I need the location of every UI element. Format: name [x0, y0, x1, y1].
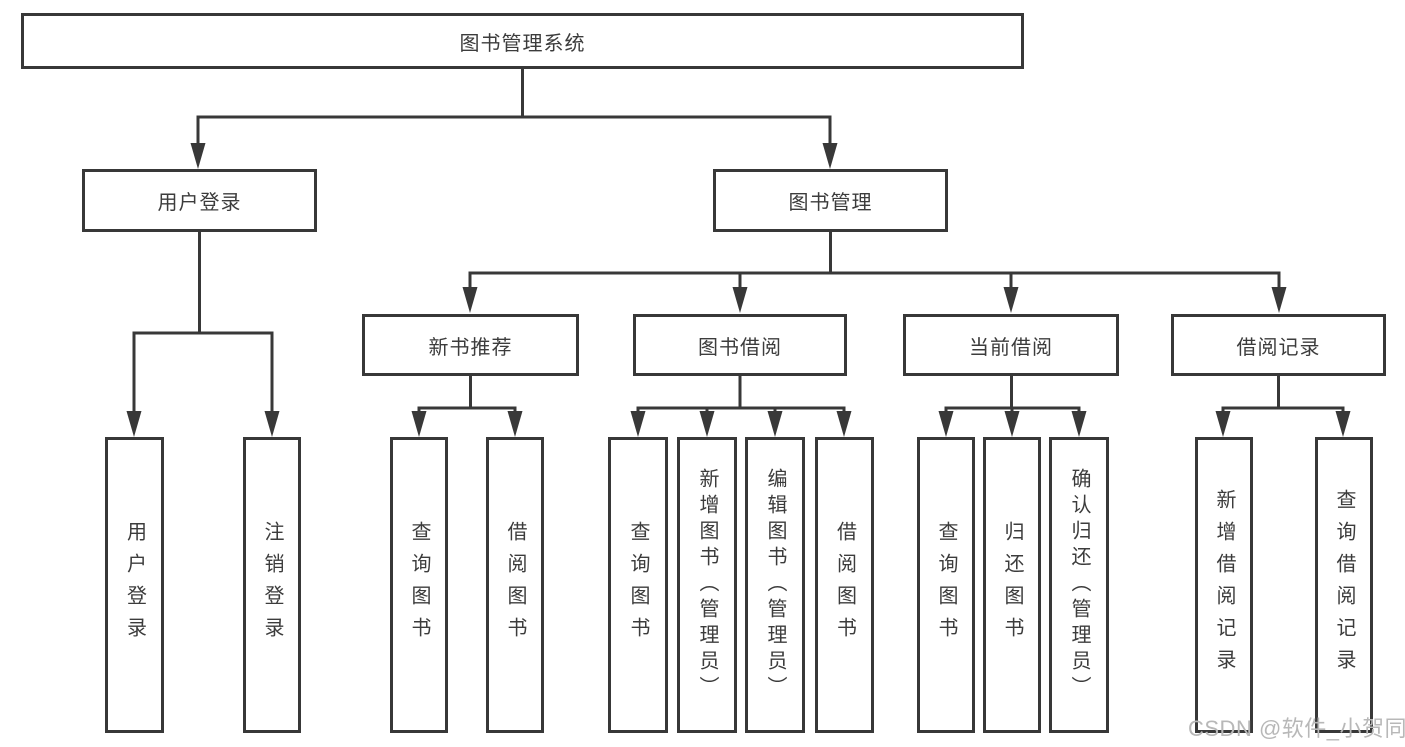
leaf-user-login: 用户登录	[105, 437, 164, 733]
node-label: 借阅记录	[1236, 336, 1321, 359]
leaf-borrow-books-1: 借阅图书	[486, 437, 544, 733]
leaf-edit-book-admin: 编辑图书（管理员）	[745, 437, 805, 733]
node-label: 当前借阅	[969, 336, 1053, 359]
leaf-query-borrow-record: 查询借阅记录	[1315, 437, 1373, 733]
node-label: 查询图书	[627, 521, 649, 649]
node-label: 图书管理系统	[459, 32, 586, 55]
leaf-query-books-2: 查询图书	[608, 437, 668, 733]
watermark-text: CSDN @软件_小贺同学	[1188, 716, 1405, 741]
connectors-group	[126, 69, 1351, 437]
node-current-borrow: 当前借阅	[903, 314, 1119, 376]
node-label: 新增图书（管理员）	[696, 468, 718, 702]
leaf-add-book-admin: 新增图书（管理员）	[677, 437, 737, 733]
node-root-system: 图书管理系统	[21, 13, 1024, 69]
node-label: 新增借阅记录	[1213, 489, 1235, 681]
node-label: 借阅图书	[833, 521, 856, 649]
node-user-login: 用户登录	[82, 169, 317, 232]
node-label: 注销登录	[261, 521, 283, 649]
leaf-query-books-3: 查询图书	[917, 437, 975, 733]
node-label: 查询图书	[935, 521, 957, 649]
node-label: 用户登录	[157, 192, 242, 214]
leaf-add-borrow-record: 新增借阅记录	[1195, 437, 1253, 733]
node-label: 借阅图书	[504, 521, 526, 649]
node-label: 查询图书	[408, 521, 430, 649]
node-book-management: 图书管理	[713, 169, 948, 232]
leaf-logout: 注销登录	[243, 437, 301, 733]
node-label: 图书借阅	[698, 336, 782, 359]
node-label: 新书推荐	[428, 336, 513, 359]
node-borrow-records: 借阅记录	[1171, 314, 1386, 376]
leaf-borrow-books-2: 借阅图书	[815, 437, 874, 733]
node-new-book-recommend: 新书推荐	[362, 314, 579, 376]
leaf-query-books-1: 查询图书	[390, 437, 448, 733]
node-label: 确认归还（管理员）	[1068, 468, 1090, 702]
leaf-confirm-return-admin: 确认归还（管理员）	[1049, 437, 1109, 733]
node-label: 归还图书	[1001, 521, 1023, 649]
leaf-return-books: 归还图书	[983, 437, 1041, 733]
node-label: 查询借阅记录	[1333, 489, 1355, 681]
node-label: 图书管理	[788, 192, 873, 214]
node-label: 编辑图书（管理员）	[764, 468, 786, 702]
node-label: 用户登录	[123, 521, 146, 649]
node-book-borrow: 图书借阅	[633, 314, 847, 376]
